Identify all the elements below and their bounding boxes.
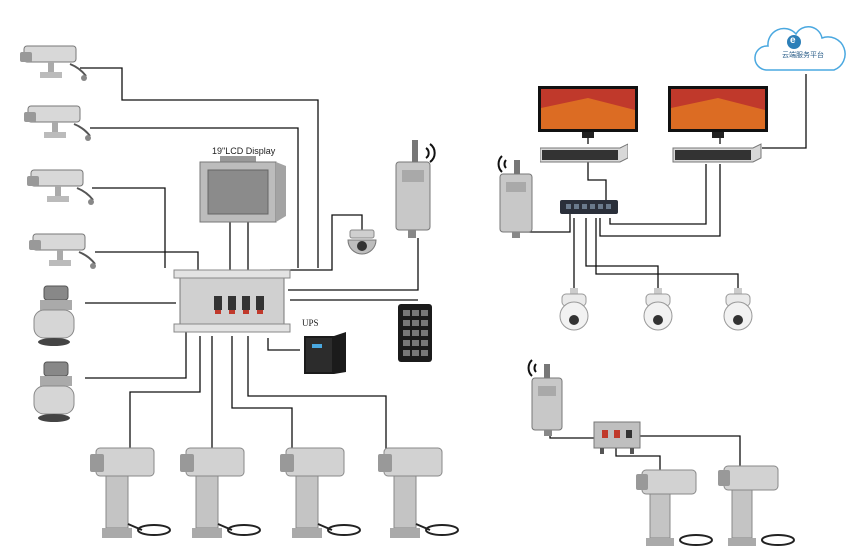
explosion-proof-ptz-camera-icon [90,447,171,538]
explosion-proof-junction-box-icon [173,269,291,333]
cloud-logo: e [790,35,796,46]
explosion-proof-ptz-camera-icon [636,469,713,546]
explosion-proof-ptz-camera-icon [180,447,261,538]
bullet-camera-icon [27,169,94,205]
dome-camera-icon [347,229,377,255]
cloud-platform-icon [754,26,846,71]
monitor-icon [538,86,638,138]
cloud-platform-label: 云端服务平台 [782,52,824,59]
wire-wireless-box-left [288,238,419,291]
wireless-transmitter-box-icon [527,359,563,436]
wire-bullet-cam-1 [80,67,319,268]
speed-dome-camera-icon [643,288,673,331]
speed-dome-camera-icon [559,288,589,331]
wire-speed-dome-2 [585,218,659,290]
wire-bullet-cam-4 [95,251,199,272]
explosion-proof-ptz-camera-icon [718,465,795,546]
nvr-recorder-icon [672,143,762,163]
bullet-camera-icon [29,233,96,269]
keypad-controller-icon [398,304,432,362]
wire-bottom-ptz-4 [247,336,387,450]
ptz-camera-icon [33,361,75,422]
monitor-icon [668,86,768,138]
wire-nvr1-switch [587,162,607,200]
nvr-recorder-icon [540,143,628,163]
wire-cloud [762,74,807,149]
ups-icon [304,332,346,374]
wire-ptz-cam-2 [85,332,187,379]
junction-box-icon [593,421,641,454]
lcd-display-icon [199,156,286,223]
wireless-transmitter-box-icon [497,155,533,238]
wire-wireless-box-right [520,214,571,233]
wire-dome-camera [270,214,363,271]
ups-label: UPS [302,318,319,328]
explosion-proof-ptz-camera-icon [378,447,459,538]
speed-dome-camera-icon [723,288,753,331]
wire-bottom-ptz-1 [129,336,201,450]
wire-junction-2-ptz-2 [640,435,741,466]
wire-nvr2-switch [599,164,721,237]
wire-junction-2-ptz-1 [615,446,661,470]
bullet-camera-icon [24,105,91,141]
wire-speed-dome-3 [595,218,739,290]
network-switch-icon [560,200,618,214]
explosion-proof-ptz-camera-icon [280,447,361,538]
wire-bullet-cam-2 [90,127,299,268]
wire-bullet-cam-3 [92,187,166,268]
wire-ups [267,338,300,351]
wireless-transmitter-box-icon [395,140,436,238]
bullet-camera-icon [20,45,87,81]
wire-bottom-ptz-3 [231,336,293,450]
lcd-display-label: 19"LCD Display [212,146,276,156]
ptz-camera-icon [33,285,75,346]
wire-nvr2-switch-b [609,164,707,225]
